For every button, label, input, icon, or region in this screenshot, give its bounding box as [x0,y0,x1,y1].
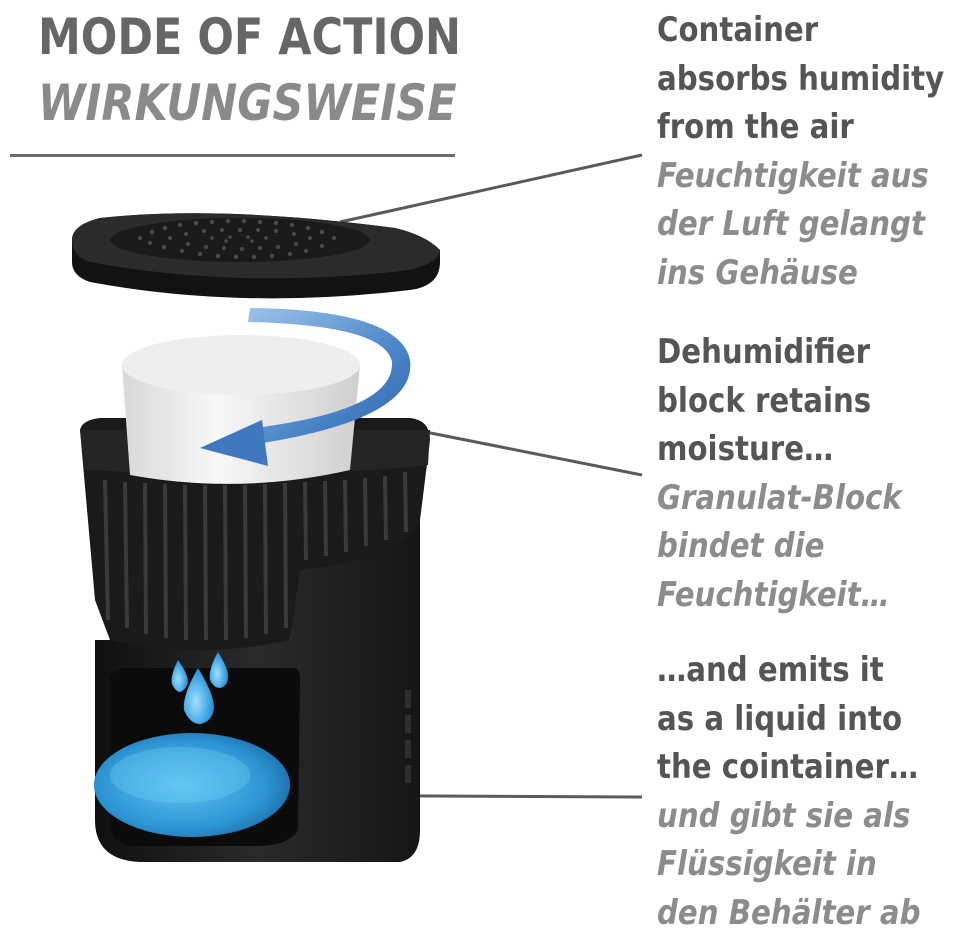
lid [72,213,440,299]
callout-text-en: as a liquid into [657,698,903,739]
callout-text-en: …and emits it [657,650,884,690]
air-flow-arrow-icon [200,308,411,466]
callout-text-de: ins Gehäuse [657,252,858,293]
droplet-icon [183,668,214,724]
callout-text-de: Feuchtigkeit aus [657,155,929,196]
callout-text-de: den Behälter ab [657,892,921,933]
callout-text-en: moisture… [657,429,834,469]
callout-text-de: der Luft gelangt [657,204,925,244]
callout-text-de: Flüssigkeit in [657,844,877,884]
title-divider [10,154,455,157]
callout-text-de: bindet die [657,526,825,566]
callout-emits-liquid: …and emits it as a liquid into the coint… [657,646,921,937]
callout-text-en: the cointainer… [657,747,919,787]
callout-text-de: Granulat-Block [657,477,902,518]
dehumidifier-block [122,335,360,484]
leader-line-lid [339,153,643,224]
callout-text-de: Feuchtigkeit… [657,574,890,615]
callout-text-en: Container [657,10,819,50]
callout-block-retains: Dehumidifier block retains moisture… Gra… [657,328,902,619]
droplet-icon [209,652,228,688]
callout-text-en: from the air [657,107,854,147]
droplet-icon [171,660,188,692]
callout-text-en: Dehumidifier [657,332,871,372]
callout-text-en: absorbs humidity [657,58,945,99]
callout-text-de: und gibt sie als [657,795,911,836]
water-pool [94,733,290,837]
page-title: MODE OF ACTION [38,8,461,66]
callout-text-en: block retains [657,380,872,421]
page-subtitle: WIRKUNGSWEISE [38,74,457,132]
callout-humidity-absorption: Container absorbs humidity from the air … [657,6,944,297]
